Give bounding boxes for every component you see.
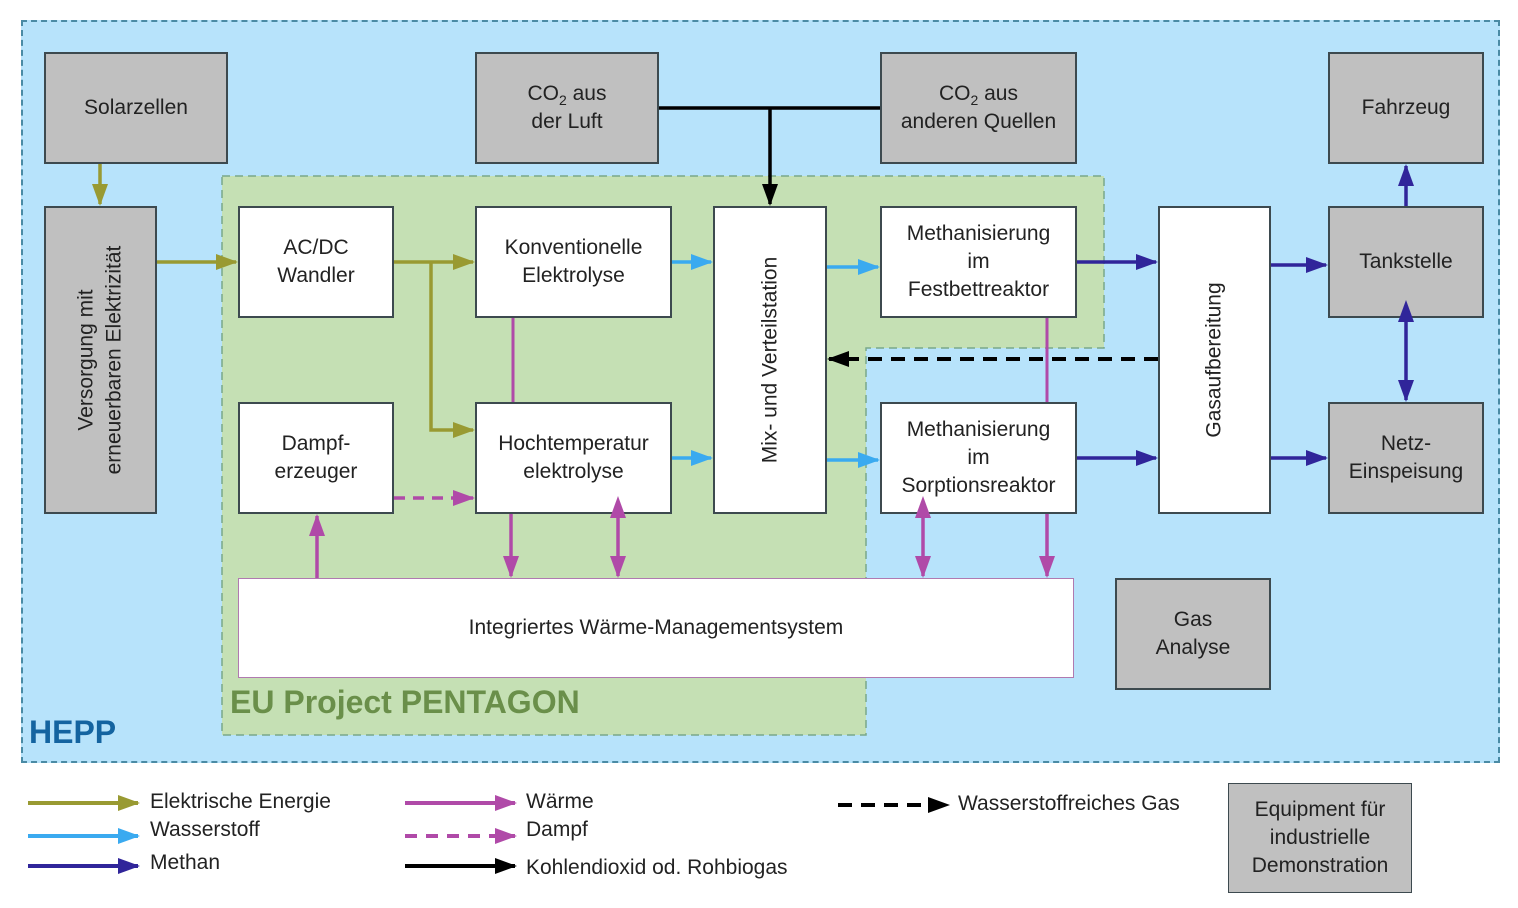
box-acdc-wandler[interactable]: AC/DC Wandler	[238, 206, 394, 318]
acdc-line1: AC/DC	[283, 236, 349, 259]
box-fahrzeug[interactable]: Fahrzeug	[1328, 52, 1484, 164]
meth-sorp-line2: im	[967, 446, 990, 469]
meth-sorp-line1: Methanisierung	[906, 418, 1051, 441]
box-hochtemperatur-elektrolyse[interactable]: Hochtemperatur elektrolyse	[475, 402, 672, 514]
box-dampf-label: Dampf- erzeuger	[275, 430, 358, 486]
hepp-label: HEPP	[29, 714, 117, 750]
dampf-line2: erzeuger	[274, 460, 358, 483]
box-acdc-label: AC/DC Wandler	[277, 234, 354, 290]
acdc-line2: Wandler	[277, 264, 355, 287]
legend-label-steam: Dampf	[526, 818, 588, 841]
legend-label-heat: Wärme	[526, 790, 594, 813]
box-konventionelle-elektrolyse[interactable]: Konventionelle Elektrolyse	[475, 206, 672, 318]
legend-label-co2: Kohlendioxid od. Rohbiogas	[526, 856, 788, 879]
box-gas-analyse-label: Gas Analyse	[1156, 606, 1231, 662]
box-fahrzeug-label: Fahrzeug	[1361, 96, 1451, 119]
equipment-line2: industrielle	[1269, 826, 1371, 849]
box-gasaufbereitung[interactable]: Gasaufbereitung	[1158, 206, 1271, 514]
box-methanisierung-festbett[interactable]: Methanisierung im Festbettreaktor	[880, 206, 1077, 318]
meth-sorp-line3: Sorptionsreaktor	[901, 474, 1056, 497]
box-solarzellen[interactable]: Solarzellen	[44, 52, 228, 164]
box-waerme-label: Integriertes Wärme-Managementsystem	[468, 616, 844, 639]
box-versorgung[interactable]: Versorgung mit erneuerbaren Elektrizität	[44, 206, 157, 514]
box-co2-luft-label: CO2 aus der Luft	[528, 80, 607, 136]
co2-text: CO	[938, 82, 971, 105]
konv-line2: Elektrolyse	[522, 264, 625, 287]
box-konv-label: Konventionelle Elektrolyse	[505, 234, 643, 290]
box-co2-quellen-label: CO2 aus anderen Quellen	[901, 80, 1056, 136]
box-netz-einspeisung[interactable]: Netz- Einspeisung	[1328, 402, 1484, 514]
box-tankstelle-label: Tankstelle	[1359, 250, 1453, 273]
netz-line1: Netz-	[1380, 432, 1432, 455]
box-solarzellen-label: Solarzellen	[84, 96, 188, 119]
box-netz-label: Netz- Einspeisung	[1349, 430, 1463, 486]
box-meth-sorp-label: Methanisierung im Sorptionsreaktor	[901, 416, 1055, 500]
dampf-line1: Dampf-	[281, 432, 351, 455]
netz-line2: Einspeisung	[1348, 460, 1464, 483]
co2-subscript: 2	[559, 92, 567, 109]
gas-analyse-line1: Gas	[1173, 608, 1213, 631]
legend-label-methane: Methan	[150, 851, 221, 874]
meth-fest-line2: im	[967, 250, 990, 273]
co2-text: CO	[527, 82, 560, 105]
legend-label-hydrogen: Wasserstoff	[150, 818, 260, 841]
meth-fest-line1: Methanisierung	[906, 222, 1051, 245]
legend-label-h2-rich-gas: Wasserstoffreiches Gas	[958, 792, 1180, 815]
hochtemp-line2: elektrolyse	[523, 460, 624, 483]
box-co2-quellen[interactable]: CO2 aus anderen Quellen	[880, 52, 1077, 164]
gas-analyse-line2: Analyse	[1155, 636, 1231, 659]
legend-label-electric: Elektrische Energie	[150, 790, 331, 813]
box-mix-verteilstation[interactable]: Mix- und Verteilstation	[713, 206, 827, 514]
legend-equipment-label: Equipment für industrielle Demonstration	[1252, 796, 1389, 880]
box-hochtemp-label: Hochtemperatur elektrolyse	[498, 430, 649, 486]
meth-fest-line3: Festbettreaktor	[907, 278, 1050, 301]
hochtemp-line1: Hochtemperatur	[498, 432, 649, 455]
box-meth-fest-label: Methanisierung im Festbettreaktor	[907, 220, 1051, 304]
box-gas-analyse[interactable]: Gas Analyse	[1115, 578, 1271, 690]
equipment-line3: Demonstration	[1251, 854, 1389, 877]
pentagon-label: EU Project PENTAGON	[230, 684, 580, 720]
box-waerme-management[interactable]: Integriertes Wärme-Managementsystem	[238, 578, 1074, 678]
box-dampferzeuger[interactable]: Dampf- erzeuger	[238, 402, 394, 514]
co2-aus-text: aus	[978, 82, 1018, 105]
co2-luft-line2: der Luft	[531, 110, 603, 133]
equipment-line1: Equipment für	[1254, 798, 1386, 821]
co2-aus-text: aus	[566, 82, 607, 105]
co2-quellen-line2: anderen Quellen	[900, 110, 1057, 133]
legend-equipment-box: Equipment für industrielle Demonstration	[1228, 783, 1412, 893]
konv-line1: Konventionelle	[504, 236, 643, 259]
box-tankstelle[interactable]: Tankstelle	[1328, 206, 1484, 318]
co2-subscript: 2	[970, 92, 979, 109]
arrow-acdc-to-hochtemp	[429, 262, 475, 438]
box-co2-luft[interactable]: CO2 aus der Luft	[475, 52, 659, 164]
box-methanisierung-sorption[interactable]: Methanisierung im Sorptionsreaktor	[880, 402, 1077, 514]
